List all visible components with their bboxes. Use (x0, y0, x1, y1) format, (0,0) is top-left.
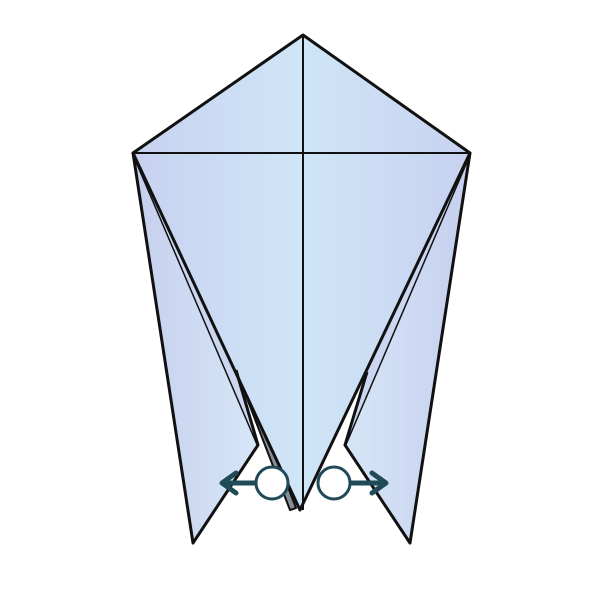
arrow-left-icon (219, 470, 258, 496)
circle-marker-icon (316, 465, 352, 501)
left-inner-edge (234, 369, 260, 446)
left-inner-flap (133, 153, 258, 445)
right-inner-edge (343, 371, 369, 446)
right-inner-flap (345, 153, 470, 445)
arrow-right-icon (350, 470, 389, 496)
circle-marker-icon (254, 465, 290, 501)
